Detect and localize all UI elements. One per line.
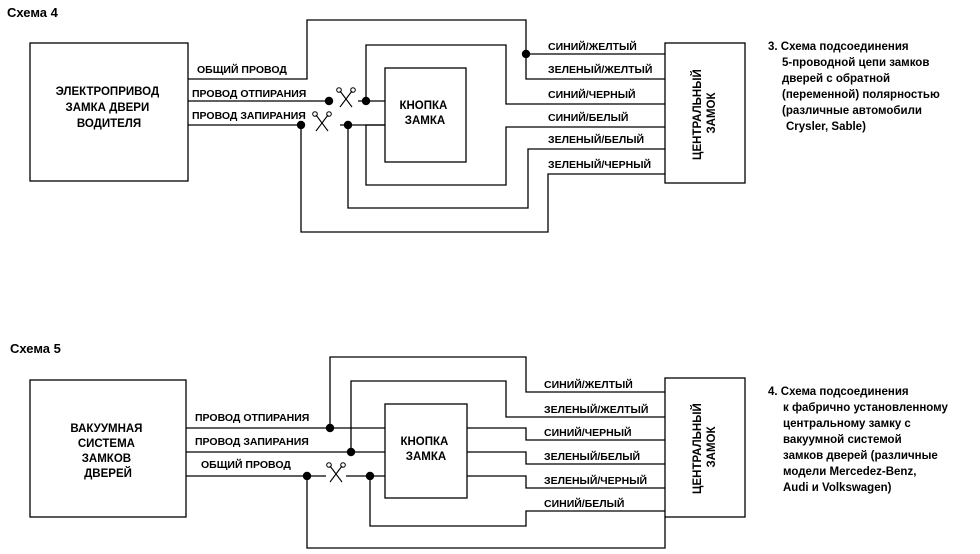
scheme-5-junctions [302,423,375,481]
wire-label-common: ОБЩИЙ ПРОВОД [197,63,287,76]
wire-label-unlock: ПРОВОД ОТПИРАНИЯ [192,88,306,100]
wire-label-unlock: ПРОВОД ОТПИРАНИЯ [195,412,309,424]
wire-color-1: СИНИЙ/ЖЕЛТЫЙ [544,378,633,391]
wire-label-lock: ПРОВОД ЗАПИРАНИЯ [195,436,309,448]
scheme-4: Схема 4 ЭЛЕКТРОПРИВОД ЗАМКА ДВЕРИ ВОДИТЕ… [7,5,943,233]
central-lock-label: ЦЕНТРАЛЬНЫЙ ЗАМОК [691,400,718,494]
junction-dot [343,120,353,130]
scheme-4-wires [188,19,665,233]
wire-color-2: ЗЕЛЕНЫЙ/ЖЕЛТЫЙ [548,63,652,76]
door-actuator-box [29,42,189,182]
wire-color-6: ЗЕЛЕНЫЙ/ЧЕРНЫЙ [548,158,651,171]
wire-color-5: ЗЕЛЕНЫЙ/ЧЕРНЫЙ [544,474,647,487]
wire-color-4: ЗЕЛЕНЫЙ/БЕЛЫЙ [544,450,640,463]
scheme-5: Схема 5 ВАКУУМНАЯ СИСТЕМА ЗАМКОВ ДВЕРЕЙ … [10,341,951,549]
central-lock-box [664,377,746,518]
lock-button-box [384,403,468,499]
wire-color-1: СИНИЙ/ЖЕЛТЫЙ [548,40,637,53]
scissors-icon [336,87,356,108]
wire-label-lock: ПРОВОД ЗАПИРАНИЯ [192,110,306,122]
scheme-5-title: Схема 5 [10,341,61,356]
wire-color-5: ЗЕЛЕНЫЙ/БЕЛЫЙ [548,133,644,146]
scheme-5-note: 4. Схема подсоединения к фабрично устано… [768,386,951,494]
scissors-icon [326,462,346,483]
scheme-4-title: Схема 4 [7,5,59,20]
lock-button-label: КНОПКА ЗАМКА [399,100,450,127]
wire-color-2: ЗЕЛЕНЫЙ/ЖЕЛТЫЙ [544,403,648,416]
lock-button-box [384,67,467,163]
wire-color-4: СИНИЙ/БЕЛЫЙ [548,111,628,124]
central-lock-label: ЦЕНТРАЛЬНЫЙ ЗАМОК [691,66,718,160]
junction-dot [302,471,312,481]
wire-color-3: СИНИЙ/ЧЕРНЫЙ [544,426,632,439]
central-lock-box [664,42,746,184]
junction-dot [346,447,356,457]
junction-dot [365,471,375,481]
vacuum-system-label: ВАКУУМНАЯ СИСТЕМА ЗАМКОВ ДВЕРЕЙ [70,423,145,480]
door-actuator-label: ЭЛЕКТРОПРИВОД ЗАМКА ДВЕРИ ВОДИТЕЛЯ [56,86,163,130]
junction-dot [361,96,371,106]
scheme-4-junctions [296,49,531,130]
junction-dot [324,96,334,106]
wire-label-common: ОБЩИЙ ПРОВОД [201,458,291,471]
vacuum-system-box [29,379,187,518]
wire-color-6: СИНИЙ/БЕЛЫЙ [544,497,624,510]
junction-dot [521,49,531,59]
scheme-4-note: 3. Схема подсоединения 5-проводной цепи … [768,41,943,133]
lock-button-label: КНОПКА ЗАМКА [400,436,451,463]
junction-dot [325,423,335,433]
scissors-icon [312,111,332,132]
junction-dot [296,120,306,130]
wire-color-3: СИНИЙ/ЧЕРНЫЙ [548,88,636,101]
